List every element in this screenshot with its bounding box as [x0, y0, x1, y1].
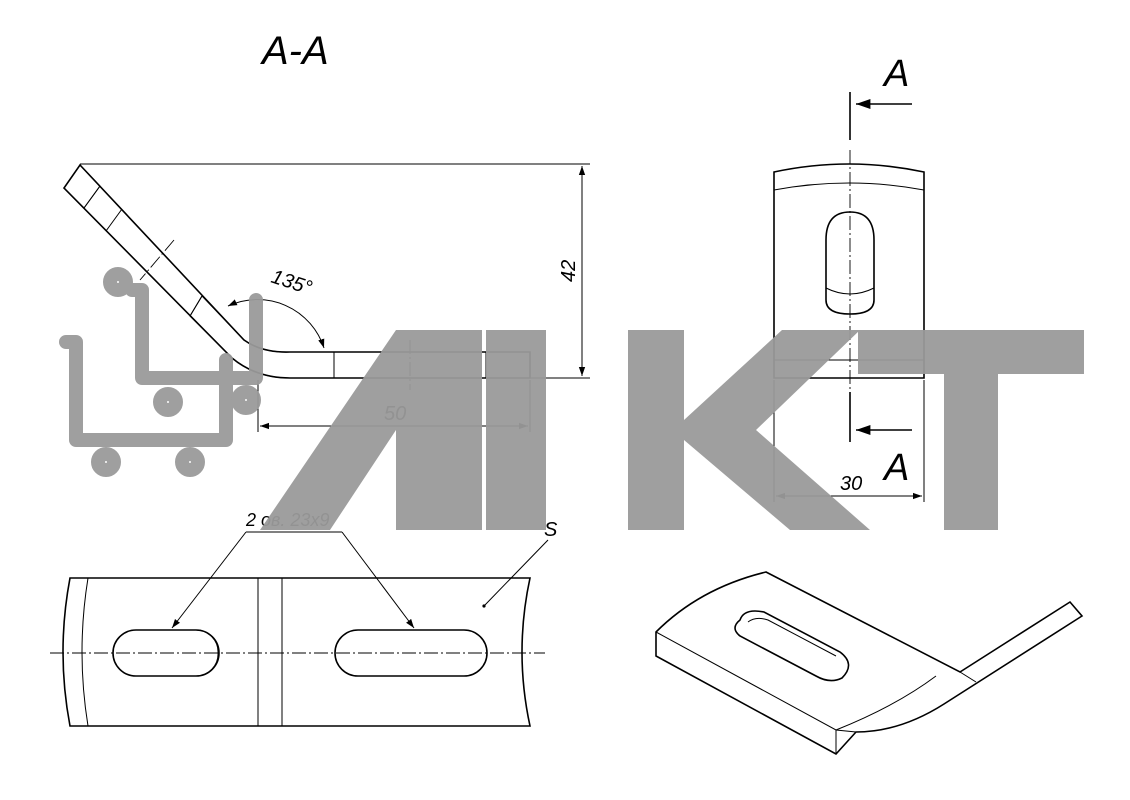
dim-angle-arc: [227, 299, 325, 349]
dim-angle: 135°: [268, 266, 314, 300]
watermark-text: [260, 330, 1084, 530]
iso-slot: [734, 610, 850, 682]
thickness-label: S: [544, 519, 558, 541]
section-mark-bottom: А: [882, 447, 909, 489]
side-view: А А 30: [773, 53, 925, 502]
dim-height: 42: [558, 260, 580, 282]
section-mark-top: А: [882, 53, 909, 95]
section-title: А-А: [260, 29, 329, 73]
slot-right: [334, 629, 488, 677]
side-outline: [773, 163, 925, 379]
flat-view: 2 ов. 23х9 S: [50, 510, 558, 727]
iso-view: [655, 571, 1084, 756]
iso-outline: [655, 571, 1084, 756]
watermark: [59, 267, 1084, 530]
dim-width: 30: [840, 473, 862, 495]
side-slot: [825, 211, 875, 315]
cart-icon: [59, 267, 263, 477]
flat-outline: [62, 577, 531, 727]
hatch-upper: [63, 164, 101, 209]
